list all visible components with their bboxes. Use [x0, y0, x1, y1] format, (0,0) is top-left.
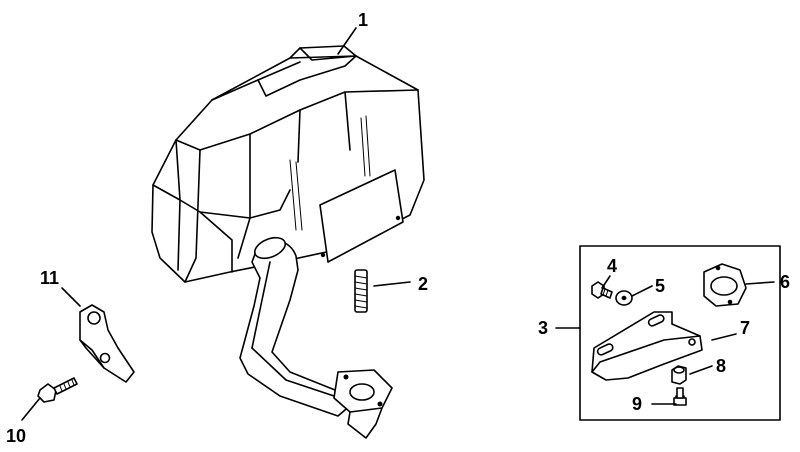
- callout-11: 11: [40, 268, 59, 288]
- muffler-heat-plate: [319, 169, 404, 263]
- bolt-4: [591, 281, 613, 299]
- nut-8: [671, 365, 687, 385]
- callout-3: 3: [538, 318, 548, 338]
- callout-1: 1: [358, 10, 368, 30]
- callout-4: 4: [607, 256, 617, 276]
- exhaust-pipe: [239, 236, 353, 417]
- callout-8: 8: [716, 356, 726, 376]
- callout-9: 9: [632, 394, 642, 414]
- callout-labels: 1 2 3 4 5 6 7 8 9 10 11: [6, 10, 790, 446]
- callout-6: 6: [780, 272, 790, 292]
- screw-9: [673, 387, 687, 406]
- leader-lines: [21, 27, 775, 421]
- bracket-11: [79, 304, 135, 383]
- callout-7: 7: [740, 318, 750, 338]
- gasket-6: [703, 263, 747, 307]
- callout-2: 2: [418, 274, 428, 294]
- pipe-flange: [333, 369, 393, 439]
- bolt-10: [37, 377, 78, 403]
- stud: [354, 269, 368, 313]
- kit-box: [579, 245, 781, 421]
- washer-5: [615, 290, 633, 306]
- bracket-7: [591, 311, 703, 381]
- callout-5: 5: [655, 276, 665, 296]
- callout-10: 10: [6, 426, 26, 446]
